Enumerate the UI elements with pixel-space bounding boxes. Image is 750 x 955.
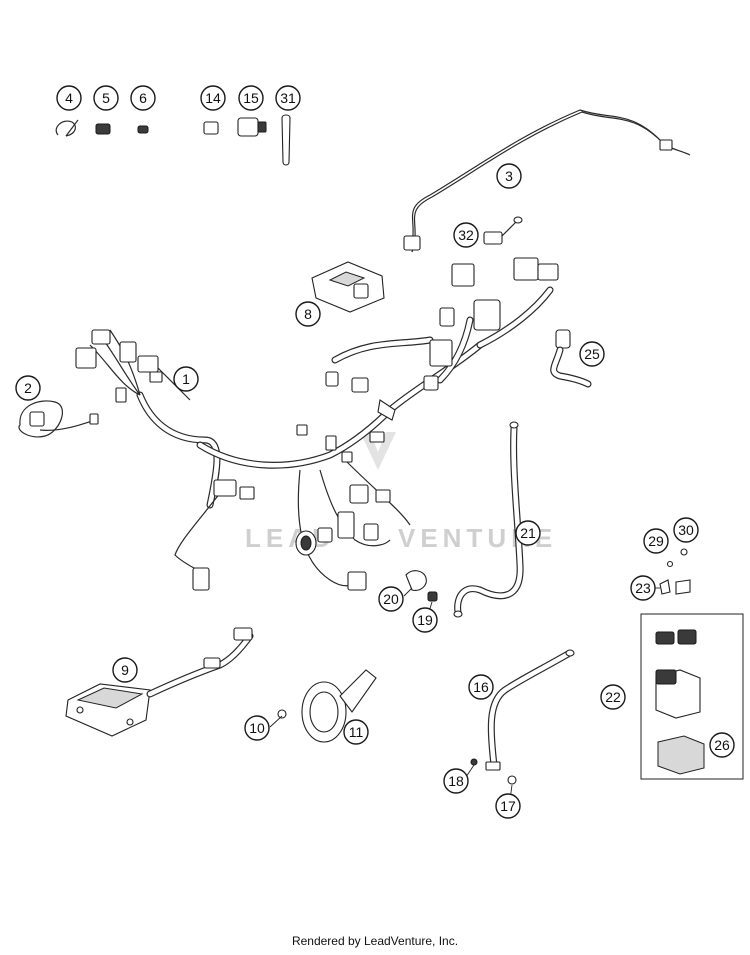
svg-text:23: 23 bbox=[635, 580, 651, 596]
front-cable bbox=[403, 109, 691, 253]
control-unit bbox=[311, 261, 385, 313]
voltage-regulator bbox=[65, 627, 254, 737]
relay-small-parts bbox=[659, 548, 691, 595]
small-parts-top bbox=[55, 114, 291, 166]
callout-25: 25 bbox=[579, 341, 605, 367]
svg-text:18: 18 bbox=[448, 773, 464, 789]
svg-text:14: 14 bbox=[205, 90, 221, 106]
svg-text:17: 17 bbox=[500, 798, 516, 814]
svg-text:16: 16 bbox=[473, 679, 489, 695]
callout-17: 17 bbox=[495, 793, 521, 819]
svg-text:19: 19 bbox=[417, 612, 433, 628]
callout-14: 14 bbox=[200, 85, 226, 111]
watermark-left: LEAD bbox=[245, 523, 336, 553]
svg-text:6: 6 bbox=[139, 90, 147, 106]
svg-text:30: 30 bbox=[678, 522, 694, 538]
callout-23: 23 bbox=[630, 575, 656, 601]
battery-cable bbox=[453, 421, 524, 618]
svg-text:5: 5 bbox=[102, 90, 110, 106]
callout-15: 15 bbox=[238, 85, 264, 111]
svg-text:25: 25 bbox=[584, 346, 600, 362]
callout-31: 31 bbox=[275, 85, 301, 111]
callout-11: 11 bbox=[343, 719, 369, 745]
callout-19: 19 bbox=[412, 607, 438, 633]
callout-29: 29 bbox=[643, 528, 669, 554]
main-harness bbox=[75, 257, 559, 591]
footer-credit: Rendered by LeadVenture, Inc. bbox=[291, 934, 459, 948]
svg-text:31: 31 bbox=[280, 90, 296, 106]
svg-text:4: 4 bbox=[65, 90, 73, 106]
callout-8: 8 bbox=[295, 301, 321, 327]
callout-5: 5 bbox=[93, 85, 119, 111]
callout-21: 21 bbox=[515, 520, 541, 546]
callout-32: 32 bbox=[453, 222, 479, 248]
svg-text:26: 26 bbox=[714, 737, 730, 753]
sensor-20 bbox=[405, 570, 438, 602]
svg-text:9: 9 bbox=[121, 662, 129, 678]
callout-6: 6 bbox=[130, 85, 156, 111]
callout-10: 10 bbox=[244, 715, 270, 741]
callout-20: 20 bbox=[378, 586, 404, 612]
callout-3: 3 bbox=[496, 163, 522, 189]
svg-text:2: 2 bbox=[24, 380, 32, 396]
svg-text:8: 8 bbox=[304, 306, 312, 322]
sensor-25 bbox=[550, 329, 592, 388]
svg-text:10: 10 bbox=[249, 720, 265, 736]
svg-text:21: 21 bbox=[520, 525, 536, 541]
svg-text:3: 3 bbox=[505, 168, 513, 184]
connector-32 bbox=[483, 216, 523, 245]
relay-box bbox=[640, 613, 744, 780]
callout-1: 1 bbox=[173, 366, 199, 392]
svg-text:1: 1 bbox=[182, 371, 190, 387]
callout-18: 18 bbox=[443, 768, 469, 794]
svg-text:22: 22 bbox=[605, 689, 621, 705]
svg-text:20: 20 bbox=[383, 591, 399, 607]
callout-9: 9 bbox=[112, 657, 138, 683]
svg-text:11: 11 bbox=[349, 724, 364, 740]
callout-4: 4 bbox=[56, 85, 82, 111]
svg-text:15: 15 bbox=[243, 90, 259, 106]
ignition-lead bbox=[18, 400, 99, 438]
callout-16: 16 bbox=[468, 674, 494, 700]
svg-text:29: 29 bbox=[648, 533, 664, 549]
callout-26: 26 bbox=[709, 732, 735, 758]
ground-cable bbox=[470, 649, 575, 785]
callout-30: 30 bbox=[673, 517, 699, 543]
horn bbox=[277, 669, 377, 743]
callout-2: 2 bbox=[15, 375, 41, 401]
svg-text:32: 32 bbox=[458, 227, 474, 243]
callout-22: 22 bbox=[600, 684, 626, 710]
